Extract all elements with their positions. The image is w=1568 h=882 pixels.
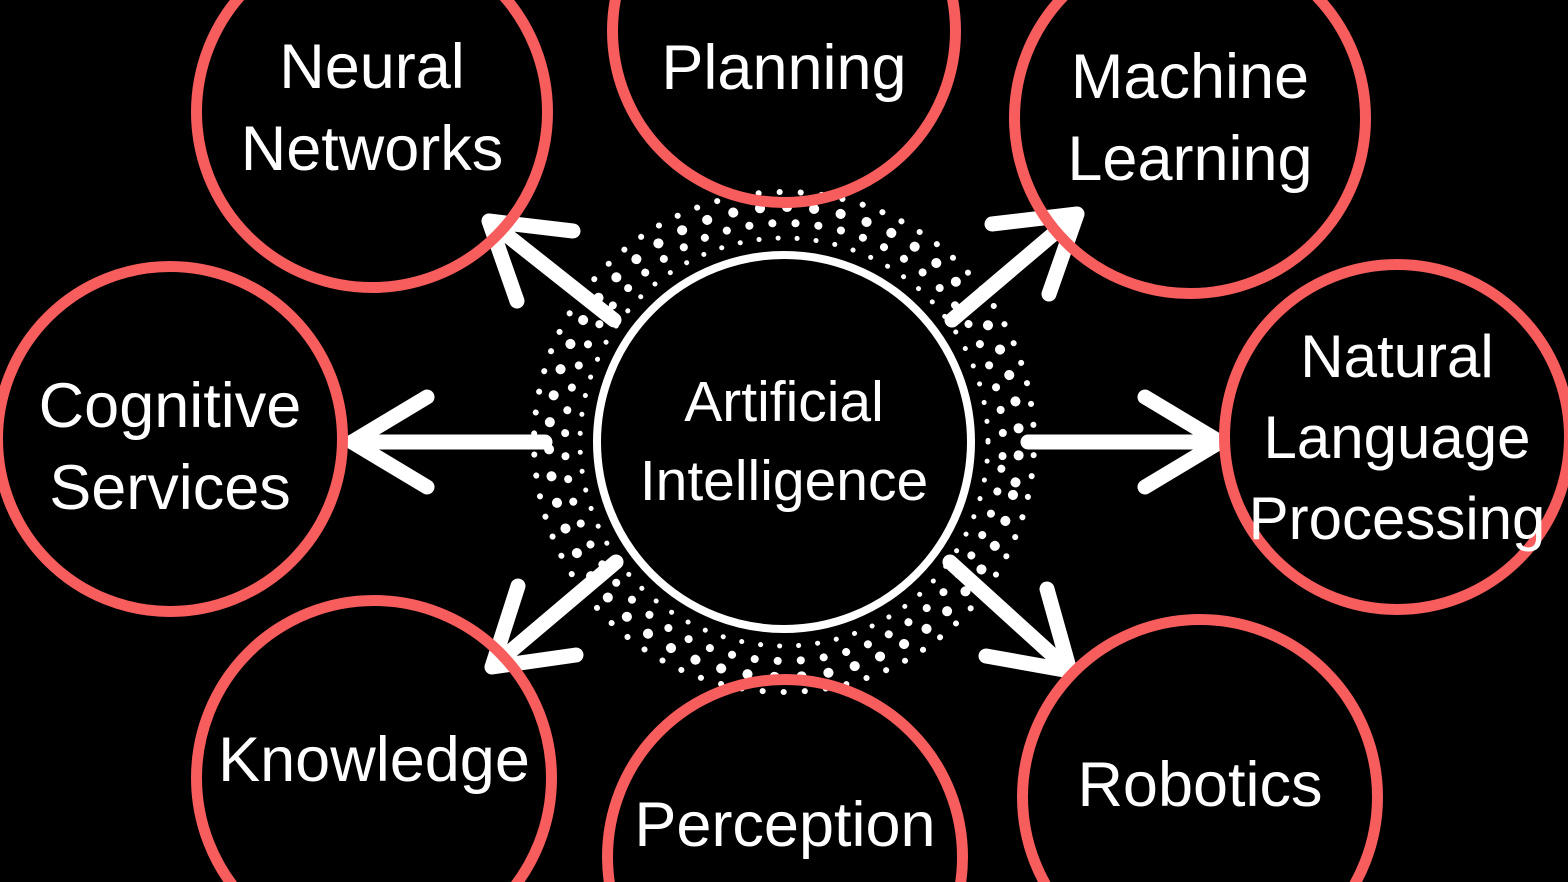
center-label-line-2: Intelligence [639,449,929,513]
node-label: Knowledge [218,725,530,795]
arrow-to-robotics [942,554,1078,679]
node-label: Planning [661,33,907,103]
center-node-label: Artificial Intelligence [640,363,928,521]
node-cognitive-services: Cognitive Services [0,261,348,617]
node-machine-learning: Machine Learning [1009,0,1371,299]
arrow-to-neural-networks [481,213,622,328]
node-label: Natural Language Processing [1248,322,1546,552]
dotted-halo-rings [531,188,1037,695]
node-label: Robotics [1077,750,1323,820]
node-knowledge: Knowledge [191,595,557,882]
node-neural-networks: Neural Networks [191,0,553,293]
center-circle-ring [593,251,975,633]
arrow-to-natural-language-processing [1020,389,1228,495]
arrow-to-cognitive-services [344,389,553,495]
node-label: Neural Networks [240,32,504,184]
node-label: Perception [634,790,936,860]
node-natural-language-processing: Natural Language Processing [1219,259,1568,615]
center-label-line-1: Artificial [684,370,884,434]
node-label: Machine Learning [1067,42,1313,194]
node-label: Cognitive Services [38,371,302,523]
center-node-artificial-intelligence: Artificial Intelligence [597,255,971,629]
